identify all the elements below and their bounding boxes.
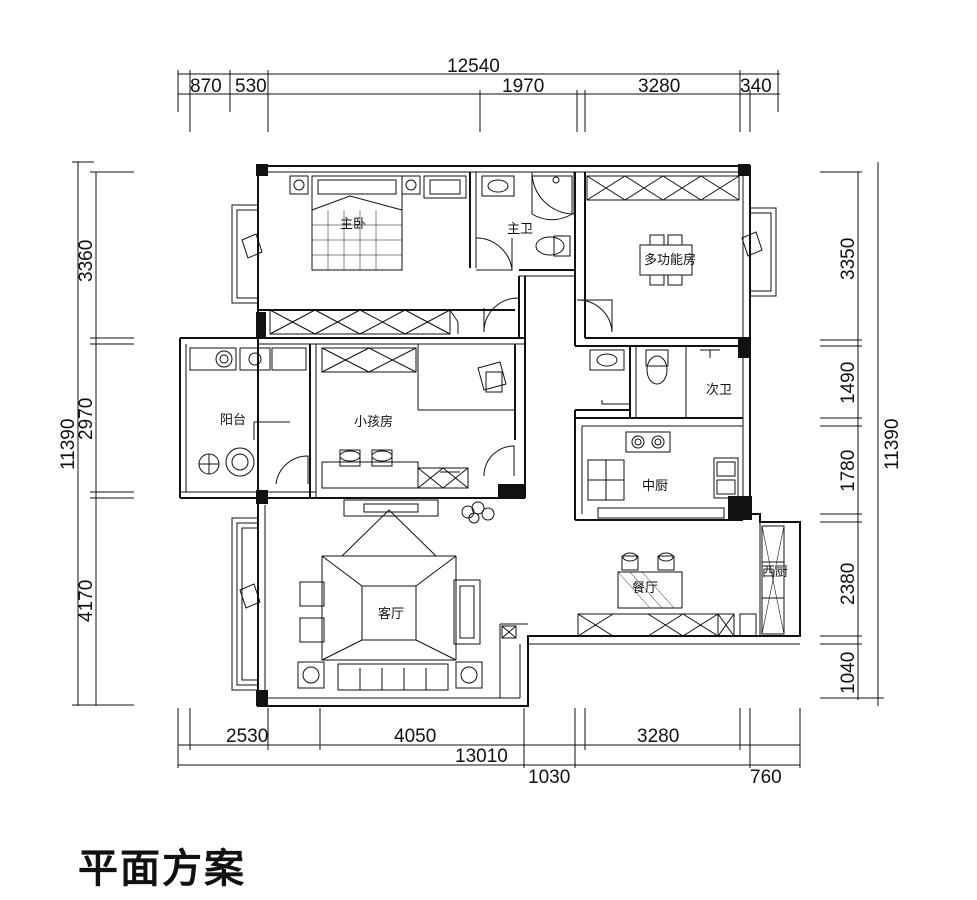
page-title: 平面方案 [78, 846, 246, 892]
dim-top-5: 340 [740, 76, 772, 97]
room-label-dining: 餐厅 [632, 580, 658, 596]
doors [275, 171, 630, 485]
dim-right-5: 1040 [838, 652, 859, 694]
dim-bottom-5: 760 [750, 767, 782, 788]
room-label-master-bath: 主卫 [507, 222, 533, 237]
furniture [189, 175, 763, 691]
dimension-lines [72, 70, 884, 768]
dim-left-total: 11390 [58, 419, 79, 470]
dim-top-total: 12540 [447, 56, 500, 77]
dim-bottom-total: 13010 [455, 746, 508, 767]
dim-right-1: 3350 [838, 238, 859, 280]
dim-right-3: 1780 [838, 450, 859, 492]
room-label-west-kitchen: 西厨 [762, 565, 788, 580]
dim-bottom-1: 2530 [226, 726, 268, 747]
dim-right-2: 1490 [838, 362, 859, 404]
dim-bottom-2: 4050 [394, 726, 436, 747]
bay-windows [231, 204, 801, 691]
dimension-labels: 12540 870 530 1970 3280 340 11390 3360 2… [58, 56, 903, 788]
dim-bottom-3: 3280 [637, 726, 679, 747]
room-label-kids-room: 小孩房 [354, 414, 393, 430]
dim-left-3: 4170 [76, 580, 97, 622]
room-label-kitchen: 中厨 [642, 479, 668, 494]
room-label-master-bedroom: 主卧 [340, 217, 366, 232]
room-label-balcony: 阳台 [220, 413, 246, 428]
dim-left-2: 2970 [76, 398, 97, 440]
dim-top-2: 530 [235, 76, 267, 97]
dim-top-3: 1970 [502, 76, 544, 97]
dim-right-4: 2380 [838, 563, 859, 605]
dim-right-total: 11390 [882, 419, 903, 470]
wardrobes [269, 175, 757, 639]
dim-top-1: 870 [190, 76, 222, 97]
dim-left-1: 3360 [76, 240, 97, 282]
columns [256, 164, 752, 706]
dim-bottom-4: 1030 [528, 767, 570, 788]
dim-top-4: 3280 [638, 76, 680, 97]
room-label-multi-room: 多功能房 [644, 252, 696, 268]
room-labels: 主卧 主卫 多功能房 阳台 小孩房 次卫 中厨 客厅 餐厅 西厨 [220, 217, 788, 622]
room-label-living: 客厅 [378, 606, 404, 622]
room-label-second-bath: 次卫 [706, 382, 732, 398]
walls [179, 165, 801, 707]
